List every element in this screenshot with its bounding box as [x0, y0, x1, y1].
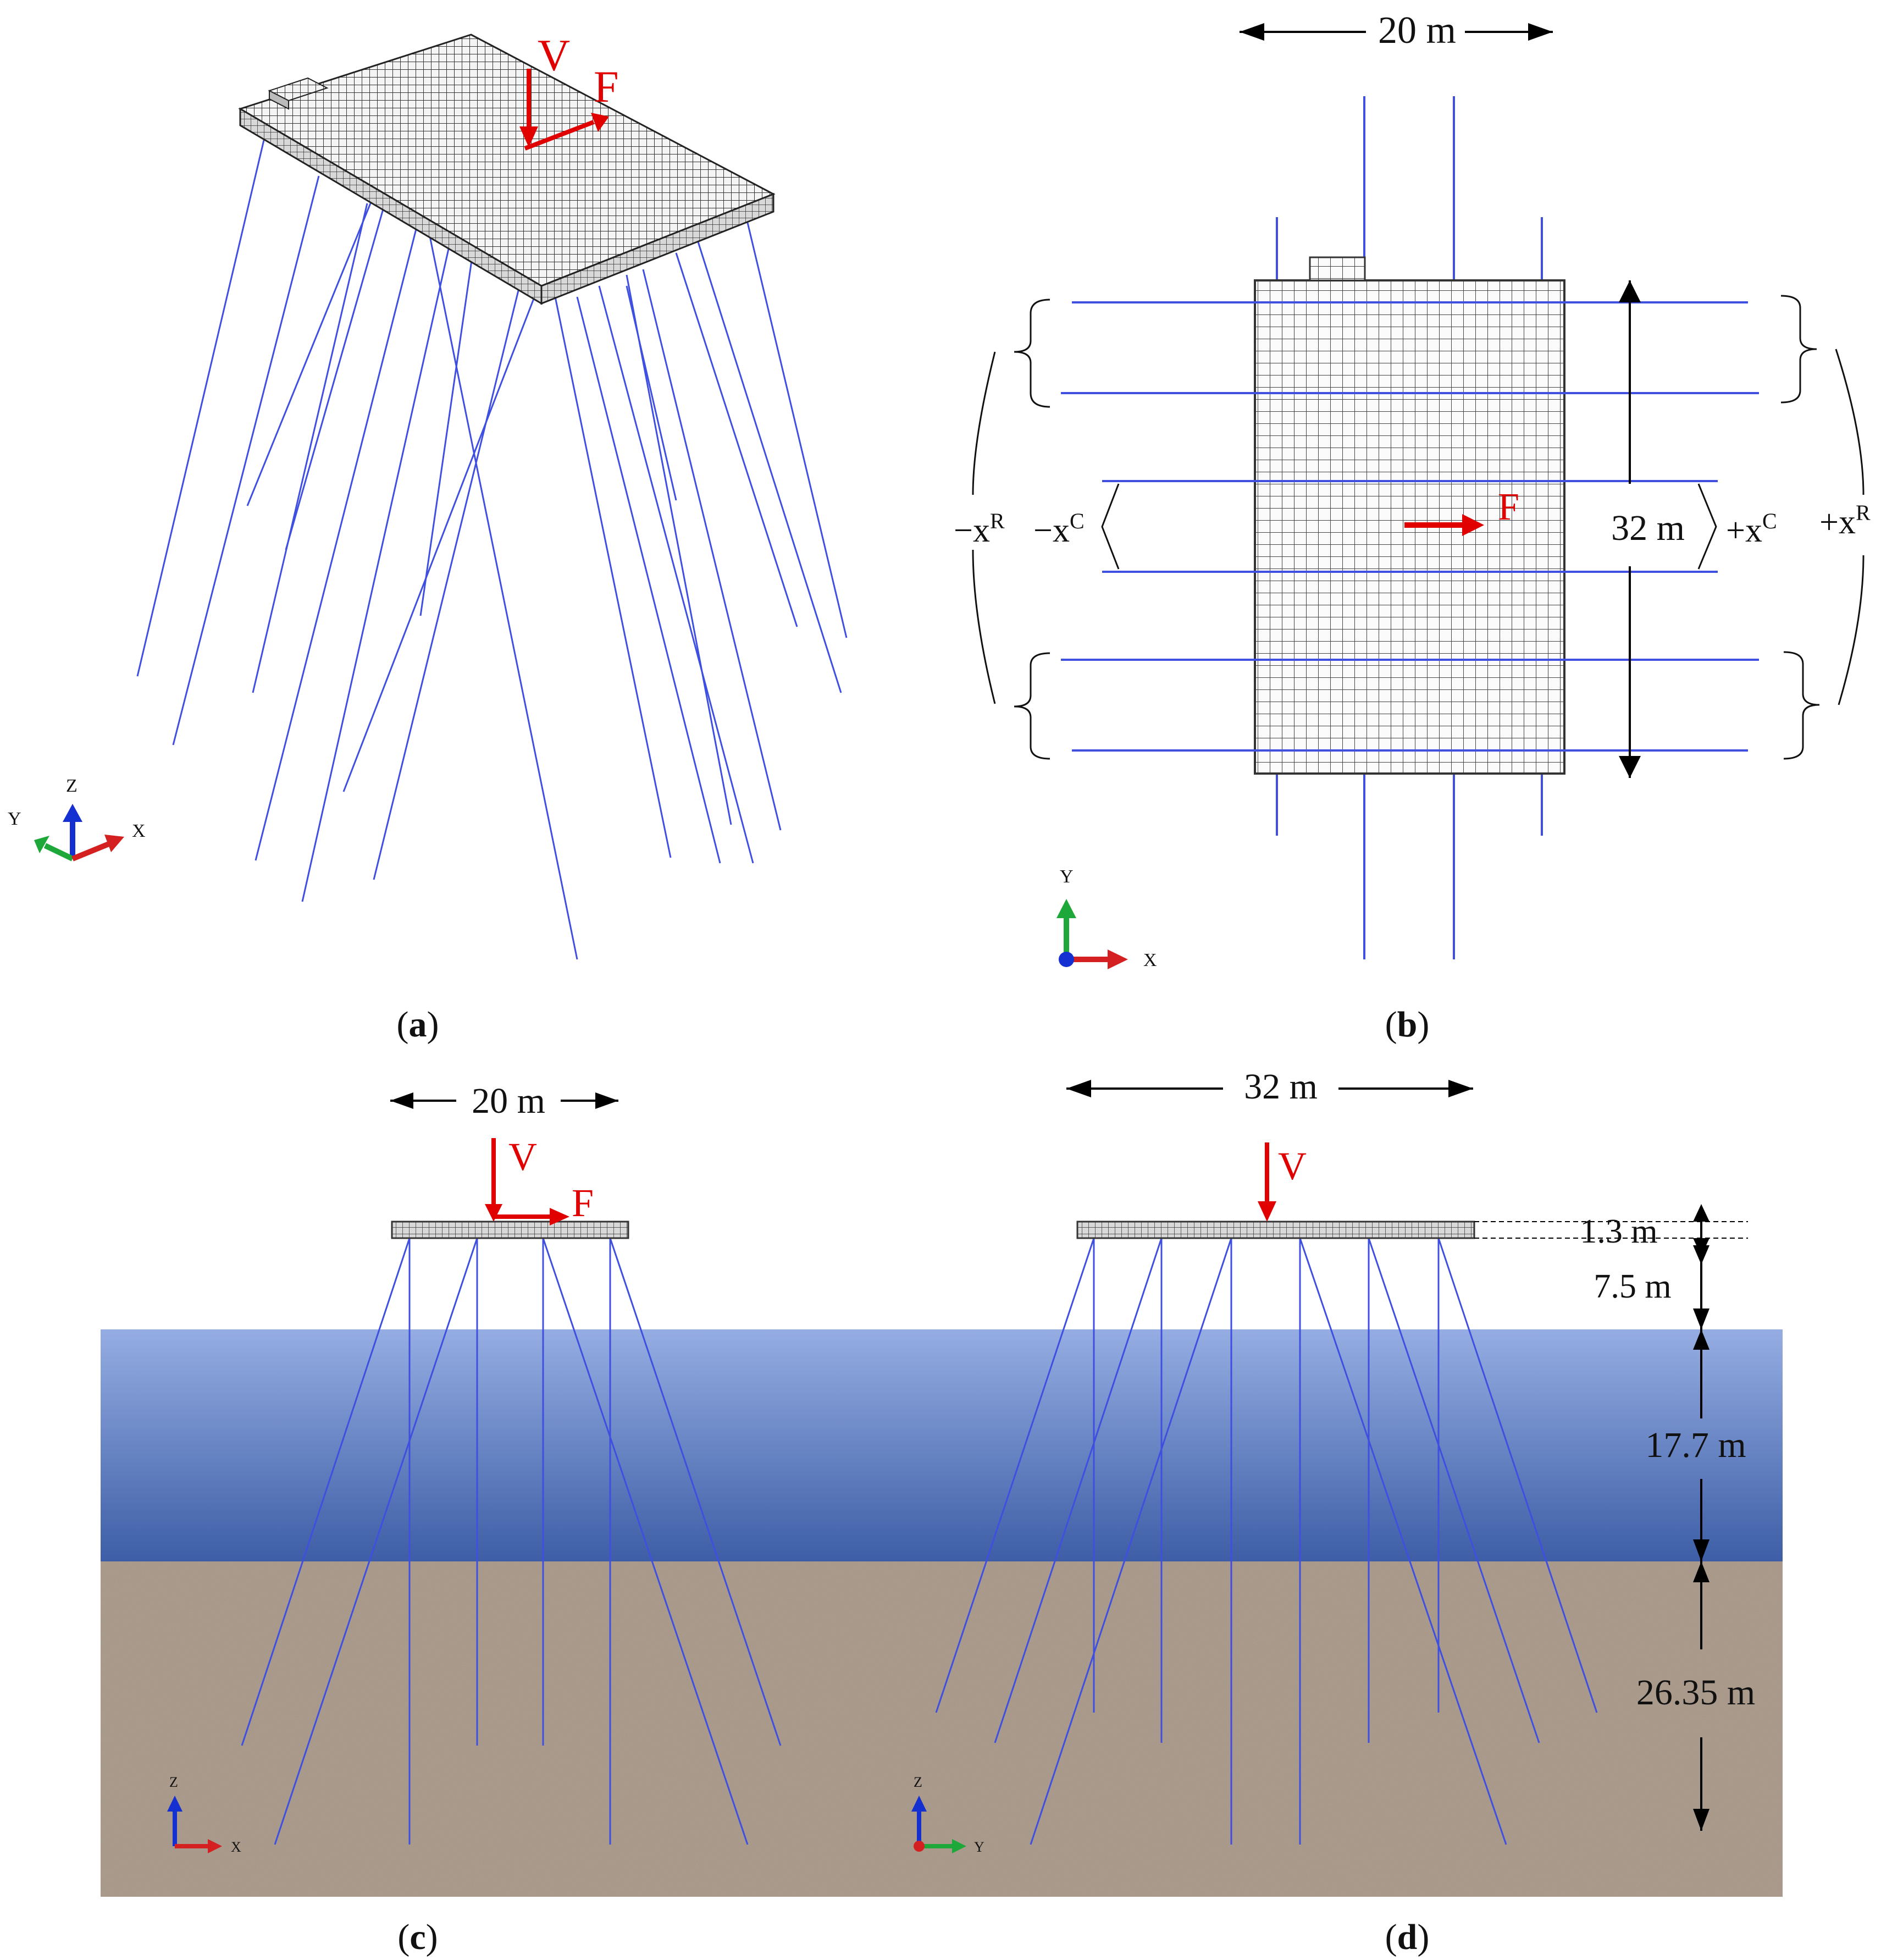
panel-a-mooring-lines [136, 140, 848, 960]
panel-d-mooring-lines [935, 1238, 1598, 1845]
panel-a-axis-y: Y [8, 809, 21, 829]
panel-d-deck [1076, 1221, 1475, 1239]
panel-b-caption: (b) [1385, 1004, 1430, 1045]
panel-b-width-dimension: 20 m [1240, 9, 1553, 52]
panel-d-soil-depth-label: 26.35 m [1636, 1672, 1755, 1713]
panel-a-force-arrows: V F [519, 30, 619, 151]
panel-c-v-label: V [508, 1135, 537, 1179]
panel-b-axis-y: Y [1060, 866, 1074, 887]
panel-b-pos-xr: +xR [1819, 500, 1871, 541]
panel-b-horizontal-lines [1061, 301, 1759, 752]
panel-b-f-label: F [1498, 486, 1519, 528]
panel-a-axis-z: Z [66, 776, 78, 796]
panel-d-length-dimension: 32 m [1066, 1067, 1473, 1107]
panel-b-force-arrow: F [1404, 486, 1519, 536]
panel-b-axis-triad: Y X [1056, 866, 1157, 970]
panel-d-thickness-label: 1.3 m [1580, 1213, 1657, 1250]
panel-b: 20 m F [954, 9, 1871, 1045]
panel-a-f-label: F [594, 62, 619, 112]
panel-c-force-arrows: V F [485, 1135, 594, 1225]
panel-b-length-label: 32 m [1611, 508, 1685, 548]
panel-a-caption: (a) [397, 1004, 439, 1045]
panel-d-length-label: 32 m [1244, 1067, 1318, 1107]
panel-d-depth-dimensions: 1.3 m 7.5 m 17.7 m 26.35 m [1580, 1204, 1755, 1831]
panel-a-axis-triad: Z Y X [8, 776, 146, 862]
panel-d-water-depth-label: 17.7 m [1645, 1425, 1746, 1465]
panel-d-air-gap-label: 7.5 m [1594, 1268, 1671, 1305]
panel-c-f-label: F [572, 1181, 594, 1225]
panel-d-thickness-guides [1474, 1221, 1748, 1239]
sea-background [101, 1329, 1783, 1897]
panel-c-caption: (c) [397, 1917, 438, 1957]
panel-a-deck [238, 34, 776, 305]
panel-c-axis-z: Z [169, 1774, 178, 1790]
panel-d-axis-z: Z [914, 1774, 922, 1790]
panel-b-axis-x: X [1143, 950, 1157, 970]
panel-c-width-dimension: 20 m [390, 1081, 618, 1121]
panel-b-neg-xc: −xC [1033, 509, 1085, 549]
panel-b-neg-xr: −xR [954, 509, 1005, 549]
panel-a-axis-x: X [132, 821, 146, 841]
panel-d: 32 m V [911, 1067, 1755, 1957]
panel-c-deck [391, 1221, 629, 1239]
panel-c-width-label: 20 m [472, 1081, 545, 1121]
panel-b-pos-xc: +xC [1726, 509, 1777, 549]
panel-b-length-dimension: 32 m [1611, 280, 1685, 778]
panel-d-force-arrow: V [1258, 1142, 1307, 1222]
panel-c: 20 m V F Z X (c) [167, 1081, 782, 1957]
panel-b-braces [972, 295, 1865, 760]
panel-c-mooring-lines [241, 1238, 782, 1845]
panel-a: V F Z Y X (a) [8, 30, 848, 1045]
panel-c-axis-x: X [231, 1839, 241, 1855]
panel-c-axis-triad: Z X [167, 1774, 241, 1855]
water-layer [101, 1329, 1783, 1561]
panel-d-caption: (d) [1385, 1917, 1430, 1957]
panel-b-width-label: 20 m [1378, 9, 1456, 52]
panel-d-axis-triad: Z Y [911, 1774, 984, 1855]
panel-b-offset-labels: −xR −xC +xC +xR [954, 500, 1871, 549]
panel-a-v-label: V [538, 30, 570, 80]
panel-d-v-label: V [1278, 1144, 1307, 1188]
panel-d-axis-y: Y [974, 1839, 984, 1855]
